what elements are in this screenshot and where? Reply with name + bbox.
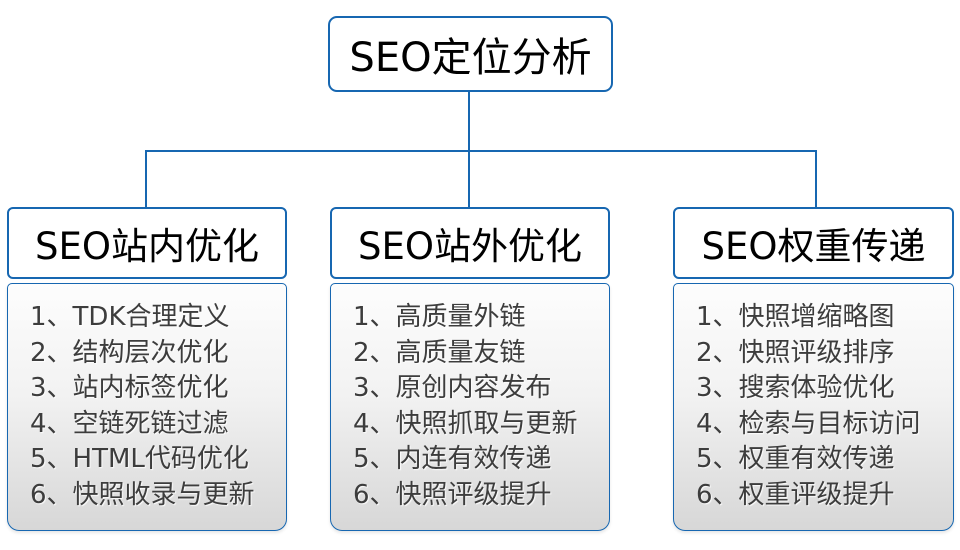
branch-header-weight: SEO权重传递: [673, 207, 954, 279]
list-item: 4、快照抓取与更新: [353, 408, 578, 439]
list-item: 4、检索与目标访问: [696, 408, 921, 439]
connector-drop-left: [145, 151, 147, 207]
connector-horizontal-rail: [145, 150, 817, 152]
list-item: 6、快照评级提升: [353, 479, 552, 510]
branch-list-weight: 1、快照增缩略图 2、快照评级排序 3、搜索体验优化 4、检索与目标访问 5、权重有效传…: [674, 284, 953, 513]
list-item: 5、内连有效传递: [353, 444, 552, 474]
connector-root-vertical: [468, 91, 470, 151]
branch-header-onsite: SEO站内优化: [7, 207, 287, 279]
list-item: 6、权重评级提升: [696, 479, 895, 510]
list-item: 5、权重有效传递: [696, 444, 895, 474]
list-item: 2、快照评级排序: [696, 337, 895, 368]
list-item: 3、原创内容发布: [353, 373, 552, 403]
connector-drop-right: [815, 151, 817, 207]
list-item: 5、HTML代码优化: [30, 444, 249, 474]
list-item: 1、快照增缩略图: [696, 302, 895, 332]
list-item: 1、高质量外链: [353, 302, 526, 332]
branch-panel-offsite: 1、高质量外链 2、高质量友链 3、原创内容发布 4、快照抓取与更新 5、内连有效传递 6…: [330, 283, 610, 531]
branch-title: SEO权重传递: [701, 225, 926, 268]
list-item: 3、搜索体验优化: [696, 373, 895, 403]
branch-list-offsite: 1、高质量外链 2、高质量友链 3、原创内容发布 4、快照抓取与更新 5、内连有效传递 6…: [331, 284, 609, 513]
branch-list-onsite: 1、TDK合理定义 2、结构层次优化 3、站内标签优化 4、空链死链过滤 5、HTML代…: [8, 284, 286, 513]
root-node: SEO定位分析: [328, 16, 613, 92]
list-item: 6、快照收录与更新: [30, 479, 255, 510]
connector-drop-middle: [468, 151, 470, 207]
list-item: 2、结构层次优化: [30, 337, 229, 368]
list-item: 2、高质量友链: [353, 337, 526, 368]
list-item: 1、TDK合理定义: [30, 302, 230, 332]
branch-header-offsite: SEO站外优化: [330, 207, 610, 279]
root-node-title: SEO定位分析: [349, 35, 592, 81]
branch-panel-weight: 1、快照增缩略图 2、快照评级排序 3、搜索体验优化 4、检索与目标访问 5、权重有效传…: [673, 283, 954, 531]
branch-panel-onsite: 1、TDK合理定义 2、结构层次优化 3、站内标签优化 4、空链死链过滤 5、HTML代…: [7, 283, 287, 531]
list-item: 3、站内标签优化: [30, 373, 229, 403]
branch-title: SEO站外优化: [358, 225, 582, 268]
list-item: 4、空链死链过滤: [30, 408, 229, 439]
branch-title: SEO站内优化: [35, 225, 259, 268]
